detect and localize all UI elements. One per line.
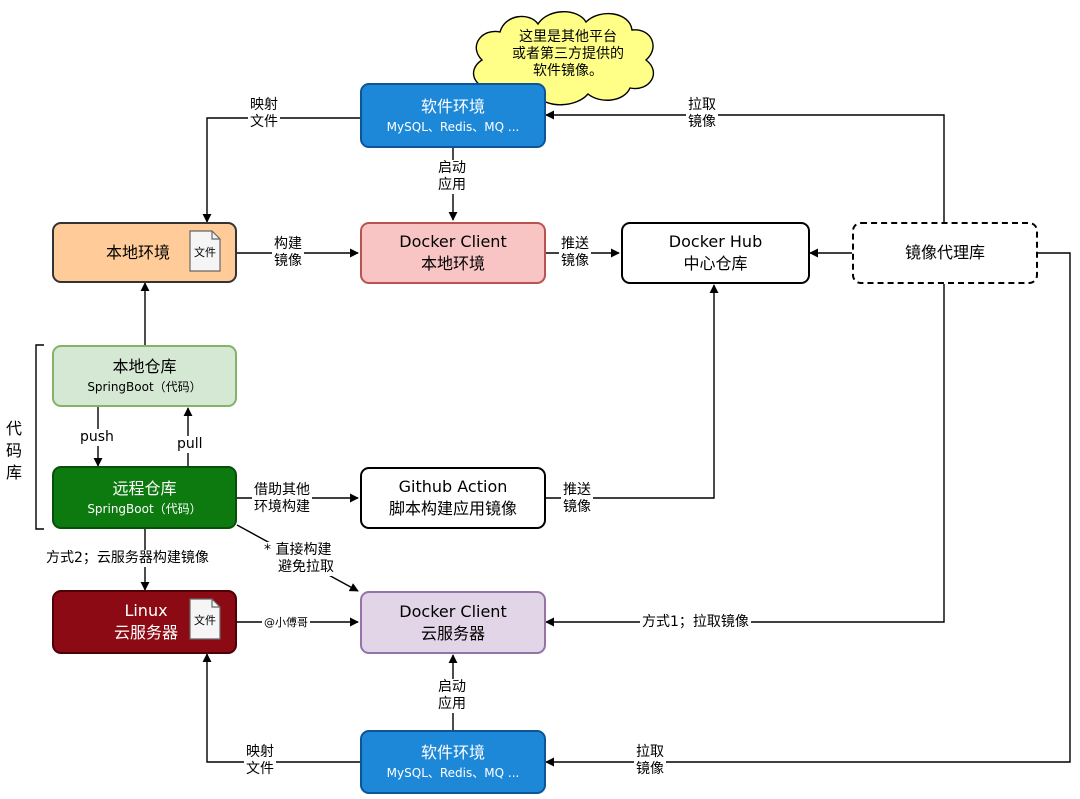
node-subtitle: 中心仓库 xyxy=(683,254,748,273)
edge-label-line: 拉取 xyxy=(688,97,716,113)
edge-label-line: 推送 xyxy=(563,482,591,498)
edge-label-start-app-bottom: 启动 应用 xyxy=(436,679,468,713)
node-title: 本地环境 xyxy=(106,242,171,262)
docker-client-cloud-node[interactable]: Docker Client 云服务器 xyxy=(360,591,546,654)
node-title: Github Action xyxy=(398,477,508,496)
edge-map-file-bottom xyxy=(202,653,360,763)
node-title: 镜像代理库 xyxy=(904,243,985,262)
edge-label-push: push xyxy=(78,429,116,446)
node-subtitle: 脚本构建应用镜像 xyxy=(388,499,517,518)
edge-label-line: 镜像 xyxy=(688,114,716,130)
node-title: Docker Hub xyxy=(668,232,763,251)
code-repo-label: 代 码 库 xyxy=(6,418,22,484)
edge-label-line: 镜像 xyxy=(563,499,591,515)
document-icon: 文件 xyxy=(189,598,221,640)
edge-label-line: 应用 xyxy=(438,696,466,712)
software-env-top-node[interactable]: 软件环境 MySQL、Redis、MQ ... xyxy=(360,83,546,148)
node-title: 软件环境 xyxy=(420,743,485,762)
node-title: 远程仓库 xyxy=(112,478,177,498)
edge-label-line: 环境构建 xyxy=(254,499,310,515)
edge-label-pull-image-bottom: 拉取 镜像 xyxy=(634,744,666,778)
cloud-note-text: 这里是其他平台 或者第三方提供的 软件镜像。 xyxy=(488,29,648,80)
node-title: Linux xyxy=(124,601,168,620)
edge-label-author: @小傅哥 xyxy=(262,614,310,631)
code-repo-label-char: 码 xyxy=(6,441,23,460)
code-repo-label-char: 代 xyxy=(6,419,23,438)
edge-label-line: 映射 xyxy=(246,744,274,760)
document-icon-label: 文件 xyxy=(194,614,216,627)
node-title: 软件环境 xyxy=(420,96,485,116)
edge-label-other-env-build: 借助其他 环境构建 xyxy=(252,482,312,516)
edge-push-image-gh xyxy=(546,284,719,499)
edge-label-direct-build: * 直接构建 避免拉取 xyxy=(262,542,336,576)
edge-label-line: 映射 xyxy=(250,97,278,113)
edge-label-line: 镜像 xyxy=(561,253,589,269)
edge-label-method1: 方式1；拉取镜像 xyxy=(640,614,751,631)
edge-label-line: 推送 xyxy=(561,236,589,252)
code-repo-bracket xyxy=(35,344,44,530)
edge-label-line: 启动 xyxy=(438,160,466,176)
edge-label-line: 文件 xyxy=(250,114,278,130)
node-subtitle: MySQL、Redis、MQ ... xyxy=(386,119,520,134)
edge-label-map-file-top: 映射 文件 xyxy=(248,97,280,131)
edge-map-file-top xyxy=(202,117,360,223)
node-title: Docker Client xyxy=(399,232,507,251)
edge-label-line: 镜像 xyxy=(274,253,302,269)
node-subtitle: 本地环境 xyxy=(420,254,485,273)
edge-label-line: 拉取 xyxy=(636,744,664,760)
cloud-note-line3: 软件镜像。 xyxy=(533,63,603,79)
node-subtitle: SpringBoot（代码） xyxy=(87,501,202,516)
edge-pull-image-bottom xyxy=(545,252,1071,767)
edge-label-start-app-top: 启动 应用 xyxy=(436,160,468,194)
edge-method1 xyxy=(545,284,945,627)
node-subtitle: 云服务器 xyxy=(420,623,485,643)
edge-label-line: * 直接构建 xyxy=(264,542,332,558)
local-repo-node[interactable]: 本地仓库 SpringBoot（代码） xyxy=(52,345,237,407)
edge-label-pull: pull xyxy=(175,436,205,453)
edge-label-line: 避免拉取 xyxy=(278,559,334,575)
cloud-note-line2: 或者第三方提供的 xyxy=(512,46,624,62)
node-subtitle: SpringBoot（代码） xyxy=(87,380,202,394)
edge-label-line: 文件 xyxy=(246,761,274,777)
edge-label-line: 镜像 xyxy=(636,761,664,777)
document-icon: 文件 xyxy=(189,230,221,272)
edge-label-push-image-top: 推送 镜像 xyxy=(559,236,591,270)
software-env-bottom-node[interactable]: 软件环境 MySQL、Redis、MQ ... xyxy=(360,730,546,794)
docker-hub-node[interactable]: Docker Hub 中心仓库 xyxy=(621,222,810,284)
edge-label-push-image-gh: 推送 镜像 xyxy=(561,482,593,516)
edge-label-line: 借助其他 xyxy=(254,482,310,498)
code-repo-label-char: 库 xyxy=(6,463,23,482)
edge-label-line: 应用 xyxy=(438,177,466,193)
node-subtitle: 云服务器 xyxy=(113,623,178,642)
github-action-node[interactable]: Github Action 脚本构建应用镜像 xyxy=(360,467,546,529)
cloud-note-line1: 这里是其他平台 xyxy=(519,29,617,45)
edge-label-build-image: 构建 镜像 xyxy=(272,236,304,270)
remote-repo-node[interactable]: 远程仓库 SpringBoot（代码） xyxy=(52,466,237,529)
docker-client-local-node[interactable]: Docker Client 本地环境 xyxy=(360,222,546,284)
edge-label-method2: 方式2；云服务器构建镜像 xyxy=(44,550,211,567)
mirror-proxy-node[interactable]: 镜像代理库 xyxy=(852,222,1038,284)
edge-label-line: 启动 xyxy=(438,679,466,695)
document-icon-label: 文件 xyxy=(194,246,216,259)
cloud-note-shape xyxy=(472,11,654,106)
node-subtitle: MySQL、Redis、MQ ... xyxy=(386,766,520,780)
edge-pull-image-top xyxy=(545,110,945,222)
edge-label-map-file-bottom: 映射 文件 xyxy=(244,744,276,778)
edge-label-line: 构建 xyxy=(274,236,302,252)
edge-label-pull-image-top: 拉取 镜像 xyxy=(686,97,718,131)
node-title: 本地仓库 xyxy=(112,357,177,376)
node-title: Docker Client xyxy=(399,601,507,621)
